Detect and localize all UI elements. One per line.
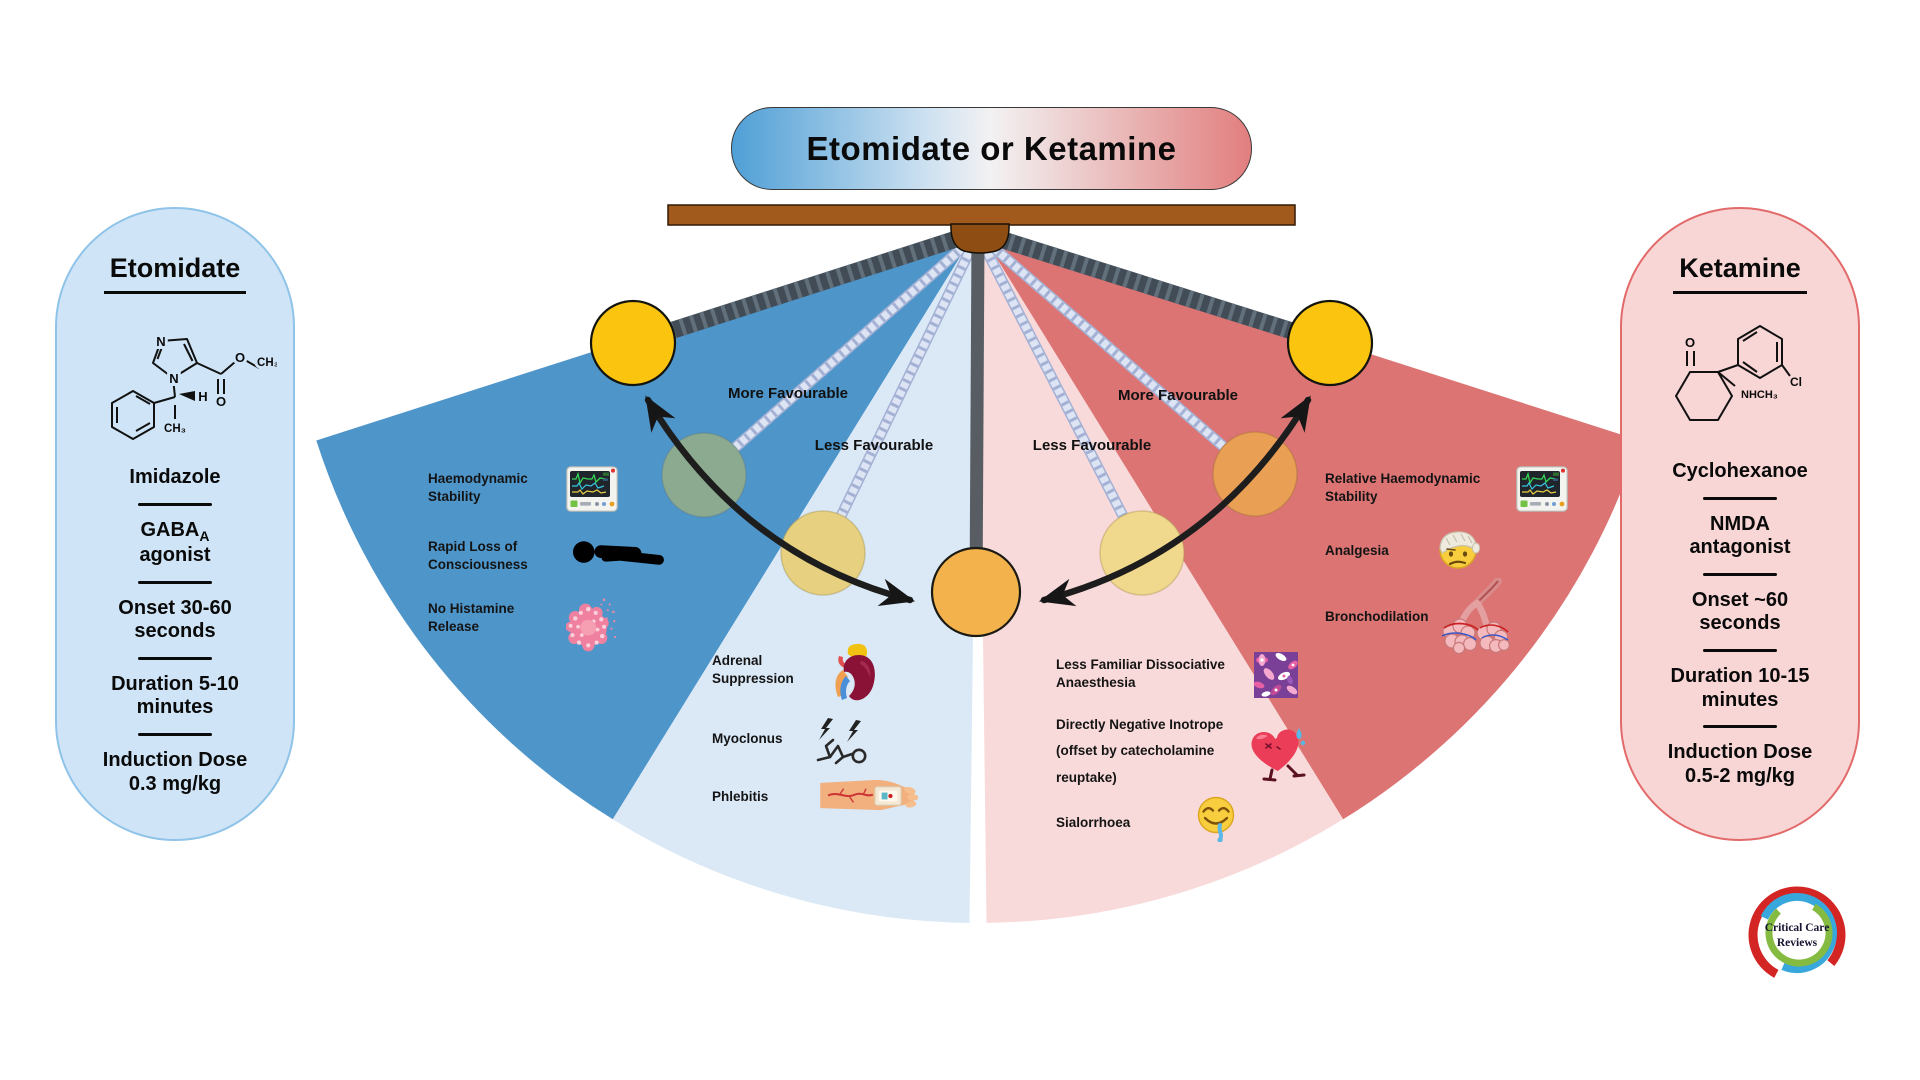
- divider: [1703, 496, 1777, 500]
- atom-ch3-side: CH₃: [164, 423, 186, 435]
- label-relative-haemodynamic-stability: Relative Haemodynamic Stability: [1325, 471, 1481, 504]
- iv-arm-icon: [820, 776, 918, 815]
- divider: [138, 580, 212, 584]
- atom-o-carbonyl: O: [216, 394, 226, 409]
- patient-monitor-icon: [566, 466, 618, 512]
- ketamine-card-title: Ketamine: [1673, 253, 1807, 294]
- atom-cl: Cl: [1790, 375, 1802, 389]
- title-banner: Etomidate or Ketamine: [731, 107, 1252, 190]
- swing-arrow-right: [1038, 395, 1312, 607]
- etomidate-structure: N N O O H CH₃ CH₃: [111, 331, 277, 440]
- logo-text-line1: Critical Care: [1765, 922, 1830, 934]
- atom-n-ring: N: [169, 371, 178, 386]
- atom-h: H: [198, 389, 207, 404]
- label-bronchodilation: Bronchodilation: [1325, 609, 1429, 624]
- struggling-heart-icon: [1244, 722, 1308, 784]
- divider: [1703, 648, 1777, 652]
- label-dissociative-anaesthesia: Less Familiar Dissociative Anaesthesia: [1056, 657, 1225, 690]
- label-phlebitis: Phlebitis: [712, 789, 769, 804]
- patient-monitor-icon: [1516, 466, 1568, 512]
- ketamine-duration: Duration 10-15 minutes: [1670, 664, 1810, 711]
- ketamine-chem-class: Cyclohexanoe: [1672, 460, 1808, 482]
- ketamine-onset: Onset ~60 seconds: [1691, 588, 1789, 635]
- bandaged-head-icon: [1436, 524, 1480, 572]
- divider: [138, 502, 212, 506]
- label-haemodynamic-stability: Haemodynamic Stability: [428, 471, 528, 504]
- divider: [138, 656, 212, 660]
- atom-ch3-end: CH₃: [257, 357, 277, 369]
- adrenal-kidney-icon: [830, 642, 880, 704]
- pendulum-beam: [667, 204, 1296, 226]
- label-sialorrhoea: Sialorrhoea: [1056, 815, 1131, 830]
- bob-gold-left: [589, 299, 677, 387]
- label-adrenal-suppression: Adrenal Suppression: [712, 653, 794, 686]
- mast-cell-icon: [566, 596, 618, 652]
- etomidate-duration: Duration 5-10 minutes: [111, 672, 239, 719]
- etomidate-card-title: Etomidate: [103, 253, 247, 294]
- ketamine-dose: Induction Dose 0.5-2 mg/kg: [1667, 741, 1813, 787]
- pendulum-rods: [630, 223, 1333, 597]
- more-favourable-label-right: More Favourable: [1117, 387, 1239, 404]
- less-favourable-label-right: Less Favourable: [1032, 437, 1152, 454]
- logo-text-line2: Reviews: [1777, 937, 1818, 949]
- etomidate-onset: Onset 30-60 seconds: [118, 596, 232, 643]
- bob-centre: [930, 546, 1022, 638]
- bronchi-icon: [1432, 578, 1512, 654]
- swing-arrow-left: [644, 395, 916, 607]
- label-no-histamine-release: No Histamine Release: [428, 601, 515, 634]
- bob-gold-right: [1286, 299, 1374, 387]
- critical-care-reviews-logo: Critical Care Reviews: [1748, 886, 1846, 984]
- bob-pale-yellow-right: [1099, 510, 1185, 596]
- etomidate-dose: Induction Dose 0.3 mg/kg: [102, 749, 248, 795]
- page-title: Etomidate or Ketamine: [806, 129, 1177, 167]
- label-negative-inotrope: Directly Negative Inotrope (offset by ca…: [1056, 717, 1224, 785]
- less-favourable-label-left: Less Favourable: [814, 437, 934, 454]
- divider: [138, 733, 212, 737]
- divider: [1703, 725, 1777, 729]
- unconscious-person-icon: [572, 538, 666, 568]
- label-rapid-loss-of-consciousness: Rapid Loss of Consciousness: [428, 539, 528, 572]
- etomidate-card: Etomidate N N O O H CH₃: [55, 207, 295, 841]
- atom-nhch3: NHCH₃: [1741, 389, 1778, 401]
- etomidate-chem-class: Imidazole: [129, 466, 221, 488]
- divider: [1703, 572, 1777, 576]
- label-analgesia: Analgesia: [1325, 543, 1389, 558]
- pendulum-pivot: [950, 223, 1010, 254]
- myoclonus-icon: [814, 716, 870, 766]
- atom-o: O: [1685, 335, 1695, 350]
- psychedelic-pattern-icon: [1254, 652, 1298, 698]
- label-myoclonus: Myoclonus: [712, 731, 783, 746]
- ketamine-structure: O Cl NHCH₃: [1675, 325, 1805, 421]
- atom-o-ester: O: [235, 350, 245, 365]
- atom-n-top: N: [156, 334, 165, 349]
- drooling-face-icon: [1196, 796, 1236, 842]
- more-favourable-label-left: More Favourable: [727, 385, 849, 402]
